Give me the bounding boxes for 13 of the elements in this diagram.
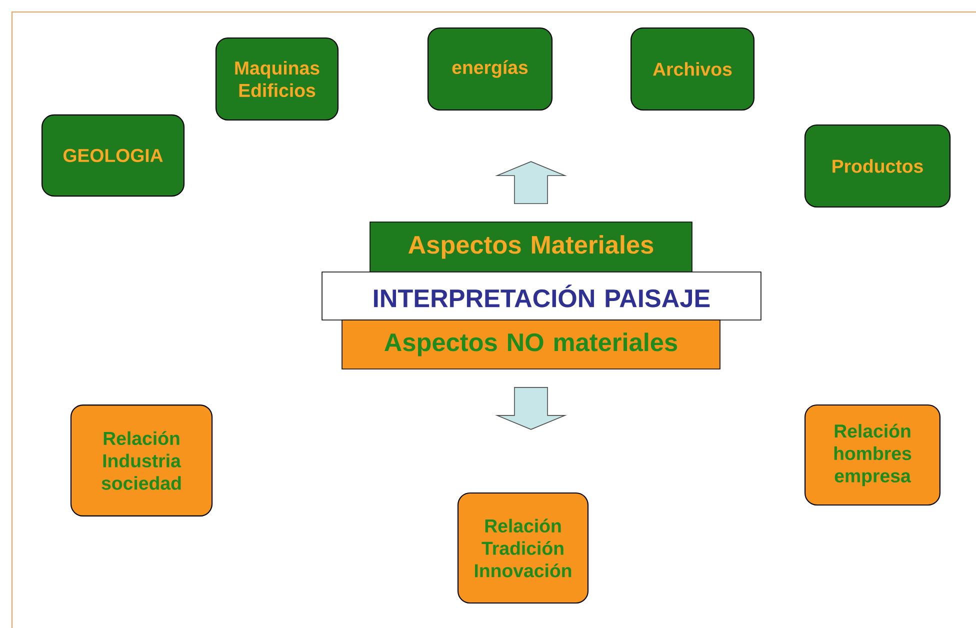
rounded-box: energías xyxy=(427,27,553,111)
rounded-box: Relación Tradición Innovación xyxy=(457,492,589,604)
rounded-box: Maquinas Edificios xyxy=(215,37,339,121)
rounded-box: Relación hombres empresa xyxy=(804,404,940,506)
rounded-box: Productos xyxy=(804,124,951,208)
title-box: INTERPRETACIÓN PAISAJE xyxy=(322,272,762,320)
rounded-box: Relación Industria sociedad xyxy=(70,404,213,516)
rounded-box: Archivos xyxy=(630,27,754,111)
heading-box: Aspectos NO materiales xyxy=(342,320,720,370)
heading-box: Aspectos Materiales xyxy=(370,222,692,272)
block-arrow xyxy=(494,161,568,204)
rounded-box: GEOLOGIA xyxy=(41,114,185,197)
block-arrow xyxy=(494,387,568,430)
